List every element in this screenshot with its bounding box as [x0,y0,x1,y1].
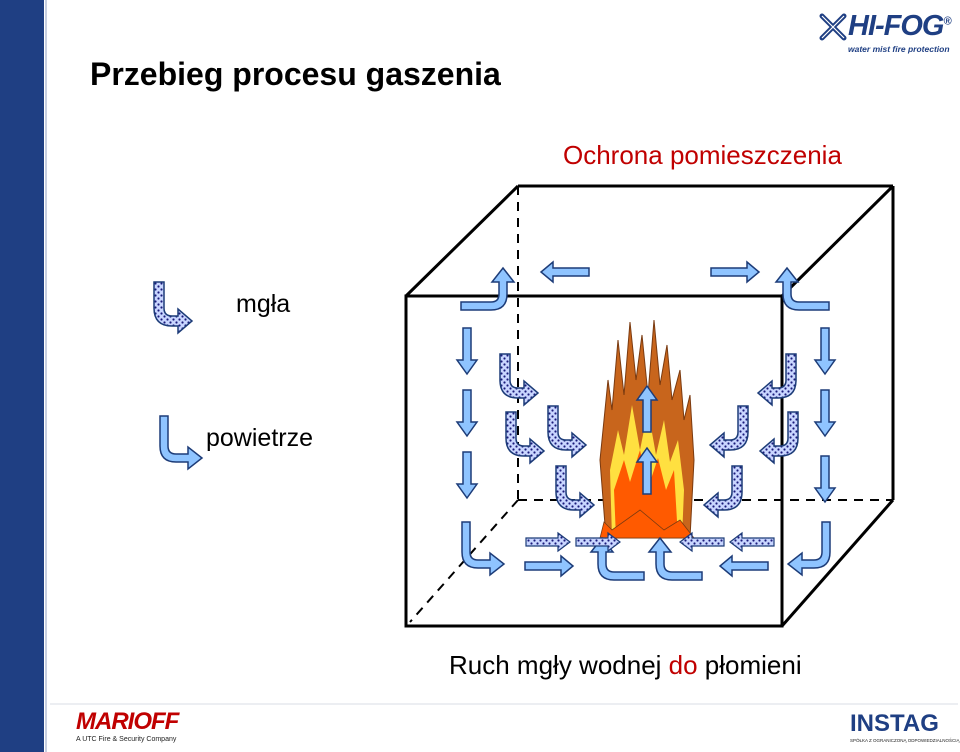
room-box [404,184,895,628]
marioff-logo: MARIOFF A UTC Fire & Security Company [72,708,182,748]
legend-mist-label: mgła [236,290,291,318]
mist-arrow-left-3 [547,405,587,458]
mist-arrow-left-4 [555,465,595,518]
mist-arrow-bottom-left-1 [525,532,571,552]
air-arrow-top-left-curve [460,267,515,311]
legend-air-label: powietrze [206,424,313,452]
hifog-logo: HI-FOG® water mist fire protection [818,10,958,58]
air-arrow-left-3 [456,451,478,499]
mist-arrow-right-3 [709,405,749,458]
air-arrow-top-left [540,261,590,283]
air-arrow-right-2 [814,389,836,437]
air-arrow-right-1 [814,327,836,375]
air-arrow-bottom-left [524,555,574,577]
marioff-brand-text: MARIOFF [76,708,179,735]
instag-brand-text: INSTAG [850,710,939,737]
air-arrow-bottom-left-curve [461,521,505,576]
hifog-brand-text: HI-FOG® [848,10,952,42]
mist-arrow-right-1 [757,353,797,406]
air-arrow-right-3 [814,455,836,503]
mist-arrow-left-2 [505,411,545,464]
caption-suffix: płomieni [697,650,802,680]
caption-highlight: do [668,650,698,680]
mist-arrow-bottom-right-2 [729,532,775,552]
hifog-tagline: water mist fire protection [848,44,950,54]
mist-arrow-right-2 [759,411,799,464]
instag-logo: INSTAG SPÓŁKA Z OGRANICZONĄ ODPOWIEDZIAL… [850,710,960,750]
left-sidebar-bar [0,0,44,752]
air-arrow-bottom-right [719,555,769,577]
marioff-tagline: A UTC Fire & Security Company [76,736,177,743]
instag-tagline: SPÓŁKA Z OGRANICZONĄ ODPOWIEDZIALNOŚCIĄ [850,738,960,743]
air-arrow-left-1 [456,327,478,375]
air-arrow-left-2 [456,389,478,437]
caption-prefix: Ruch mgły wodnej [449,650,669,680]
air-arrow-bottom-right-curve [787,521,831,576]
sidebar-divider [45,0,47,752]
mist-arrow-right-4 [703,465,743,518]
diagram-subtitle: Ochrona pomieszczenia [563,140,842,170]
air-arrow-top-right [710,261,760,283]
legend-mist-icon [153,281,193,334]
diagram-caption: Ruch mgły wodnej do płomieni [449,650,802,681]
slide-title: Przebieg procesu gaszenia [90,56,501,92]
hifog-cross-icon [819,13,847,41]
legend-air-icon [159,415,203,470]
